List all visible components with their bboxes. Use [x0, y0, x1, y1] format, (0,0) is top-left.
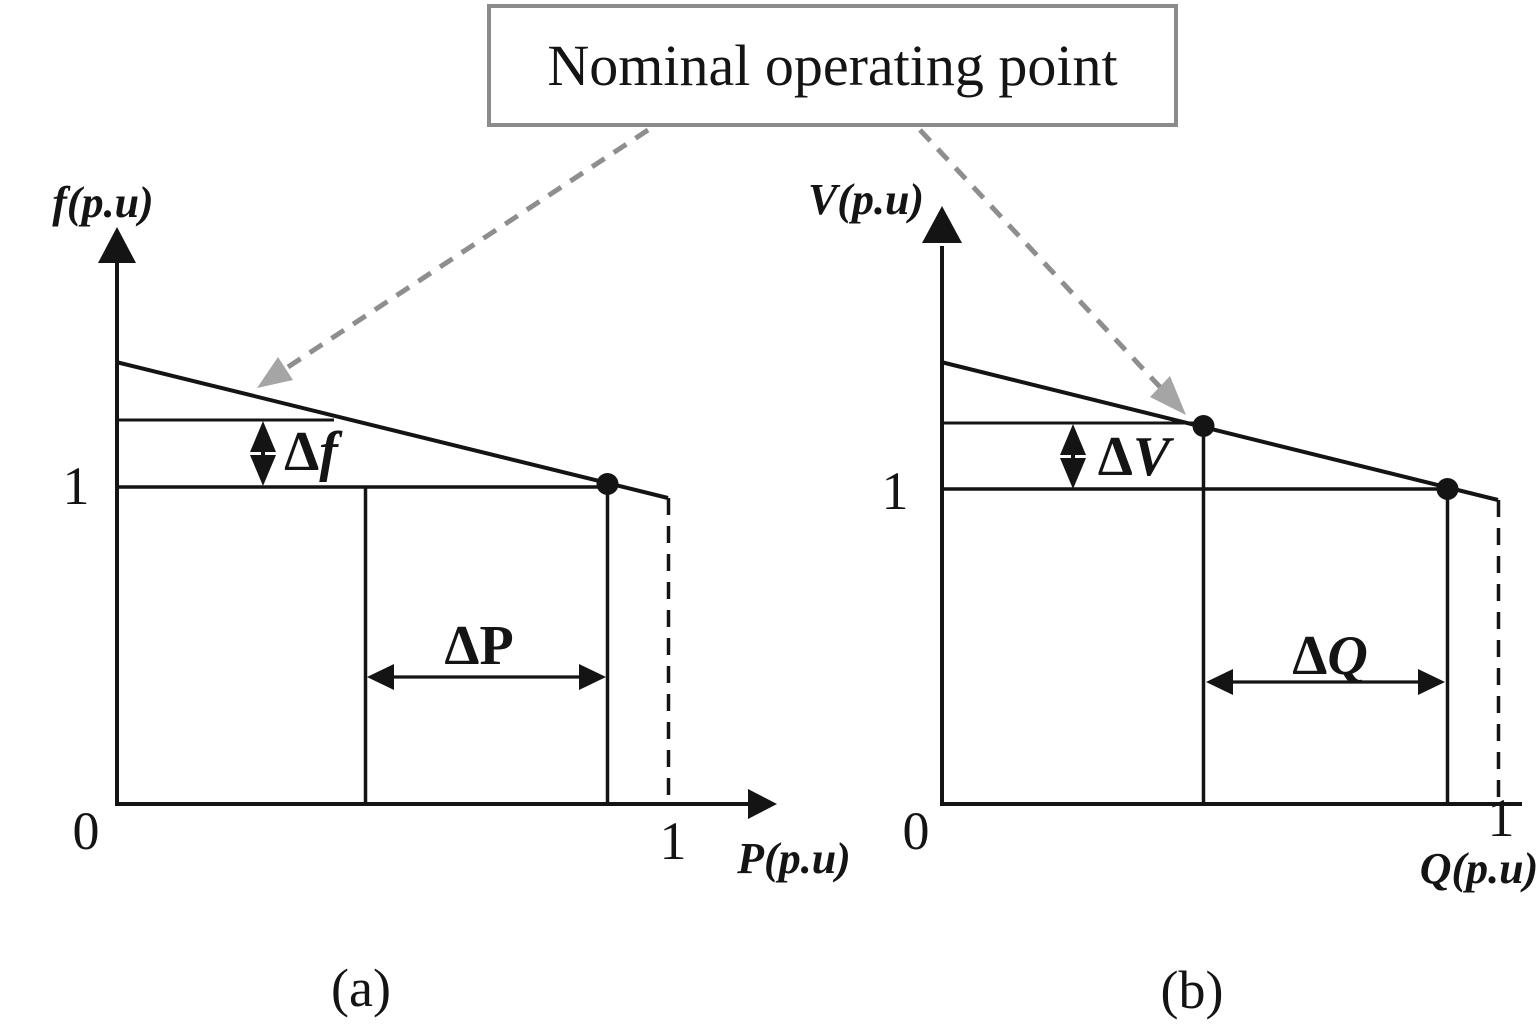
callout-arrow-left-line [283, 127, 650, 372]
b-x-axis-label: Q(p.u) [1419, 844, 1536, 893]
a-x-axis-label: P(p.u) [737, 834, 851, 883]
a-x-unity-tick-label: 1 [659, 811, 687, 871]
b-deltaV-arrow-down-icon [1060, 458, 1086, 489]
b-y-unity-tick-label: 1 [881, 461, 909, 521]
a-droop-line [115, 360, 669, 500]
delta-letter: Q [1327, 625, 1368, 687]
b-y-axis-label: V(p.u) [807, 175, 925, 224]
b-deltaQ-arrow-left-icon [1206, 669, 1233, 695]
b-origin-tick-label: 0 [902, 801, 930, 861]
b-droop-line [940, 360, 1499, 502]
b-delta-q-annotation: ΔQ [1292, 628, 1368, 684]
b-delta-v-annotation: ΔV [1098, 429, 1170, 485]
panel-a-caption: (a) [331, 958, 391, 1018]
delta-symbol: Δ [1292, 625, 1328, 687]
b-deltaQ-arrow-right-icon [1418, 669, 1445, 695]
callout-arrow-right-head-icon [1150, 376, 1186, 415]
a-operating-point-dot [596, 473, 619, 495]
a-origin-tick-label: 0 [72, 801, 100, 861]
delta-letter: f [319, 421, 338, 483]
a-y-axis-label: f(p.u) [52, 178, 154, 227]
callout-arrow-left-head-icon [257, 357, 293, 388]
a-deltaP-arrow-right-icon [579, 664, 606, 690]
b-nominal-point-dot [1192, 415, 1215, 437]
a-deltaP-arrow-left-icon [367, 664, 394, 690]
nominal-operating-point-callout: Nominal operating point [487, 4, 1178, 127]
a-deltaf-arrow-down-icon [250, 455, 276, 486]
b-y-axis-arrow-icon [922, 206, 962, 243]
b-deltaV-arrow-up-icon [1060, 424, 1086, 455]
delta-symbol: Δ [284, 421, 320, 483]
a-delta-f-annotation: Δf [284, 424, 338, 480]
delta-symbol: Δ [1097, 426, 1133, 488]
a-y-unity-tick-label: 1 [62, 456, 90, 516]
a-delta-p-annotation: ΔP [444, 618, 513, 674]
callout-arrow-right-line [918, 128, 1162, 389]
delta-symbol: Δ [444, 615, 480, 677]
b-operating-point-dot [1436, 478, 1459, 500]
delta-letter: V [1132, 426, 1171, 488]
callout-label: Nominal operating point [547, 33, 1118, 98]
a-deltaf-arrow-up-icon [250, 421, 276, 452]
panel-b-caption: (b) [1160, 960, 1224, 1020]
a-y-axis-arrow-icon [98, 227, 136, 263]
b-x-unity-tick-label: 1 [1487, 788, 1515, 848]
delta-letter: P [479, 615, 514, 677]
a-x-axis-arrow-icon [748, 789, 777, 819]
